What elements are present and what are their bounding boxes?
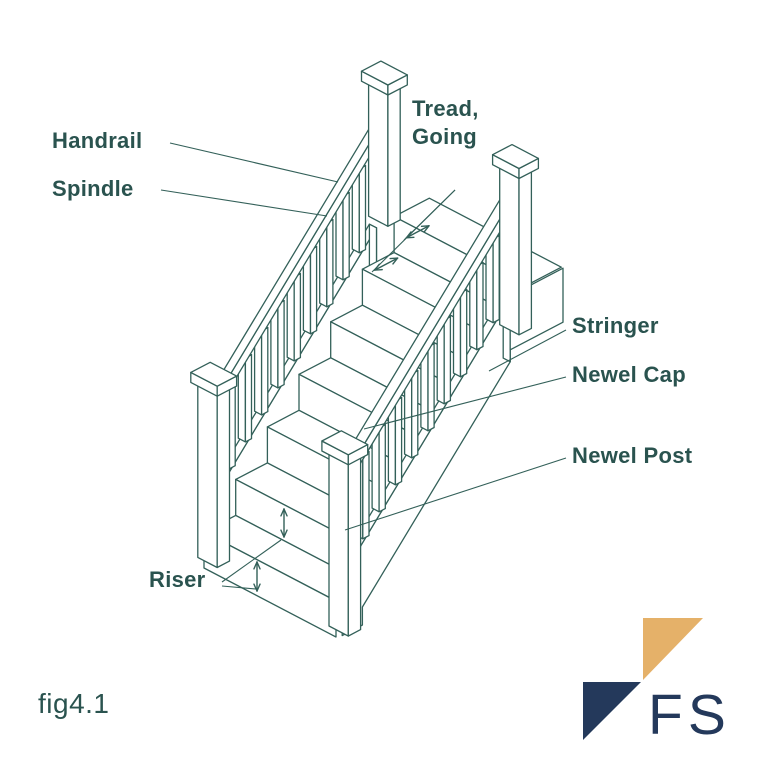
diagram-face — [491, 143, 540, 170]
measure-arrow-line — [280, 508, 285, 517]
measure-arrow-line — [253, 561, 258, 570]
leader-line — [488, 329, 567, 372]
diagram-face — [518, 167, 533, 336]
label-tread-going: Tread, Going — [412, 95, 479, 151]
label-newel-cap: Newel Cap — [572, 362, 686, 387]
measure-arrow-line — [405, 225, 430, 239]
diagram-face — [492, 234, 500, 324]
measure-arrow-line — [374, 257, 399, 271]
logo: FS — [583, 618, 731, 747]
measure-arrow-line — [423, 225, 430, 233]
leader-line — [344, 457, 567, 531]
diagram-face — [427, 342, 435, 432]
diagram-face — [277, 299, 285, 389]
diagram-face — [394, 396, 403, 486]
measure-arrow-line — [283, 508, 288, 517]
leader-line — [160, 189, 328, 217]
label-tread-going-line1: Tread, — [412, 96, 479, 121]
diagram-face — [459, 288, 468, 378]
diagram-face — [216, 385, 231, 569]
measure-arrow-line — [253, 583, 258, 592]
diagram-face — [190, 361, 238, 387]
diagram-face — [362, 450, 370, 540]
annotation-lines — [160, 142, 567, 592]
diagram-face — [293, 272, 302, 362]
leader-line — [363, 376, 567, 430]
diagram-face — [309, 245, 318, 335]
diagram-face — [443, 315, 452, 405]
leader-line — [221, 585, 257, 590]
leader-line — [169, 142, 339, 183]
measure-arrow-line — [374, 263, 381, 271]
logo-text: FS — [648, 683, 731, 747]
diagram-face — [321, 430, 369, 456]
measure-arrow-line — [256, 583, 261, 592]
diagram-face — [342, 191, 350, 281]
diagram-face — [367, 80, 389, 227]
diagram-face — [326, 218, 334, 308]
measure-arrow-line — [256, 561, 261, 570]
diagram-face — [360, 60, 408, 86]
logo-gold-triangle-icon — [643, 618, 703, 680]
diagram-face — [328, 450, 349, 637]
diagram-face — [347, 453, 362, 637]
diagram-face — [244, 354, 253, 443]
staircase-drawing — [190, 60, 564, 638]
label-riser: Riser — [149, 567, 206, 592]
diagram-face — [197, 381, 218, 569]
diagram-face — [378, 423, 386, 513]
leader-line — [221, 539, 282, 583]
measure-arrow-line — [280, 529, 285, 538]
diagram-face — [358, 164, 367, 254]
leader-line — [371, 189, 456, 273]
measure-arrow-line — [392, 257, 399, 265]
measure-arrow-line — [283, 529, 288, 538]
measure-arrow-line — [405, 231, 412, 239]
logo-navy-triangle-icon — [583, 682, 641, 740]
label-handrail: Handrail — [52, 128, 143, 153]
diagram-face — [476, 261, 484, 351]
measure-arrow-line — [405, 236, 415, 239]
measure-arrow-line — [420, 225, 430, 228]
diagram-face — [260, 326, 269, 416]
label-stringer: Stringer — [572, 313, 659, 338]
figure-caption: fig4.1 — [38, 688, 110, 719]
label-newel-post: Newel Post — [572, 443, 693, 468]
diagram-face — [411, 369, 419, 459]
diagram-face — [387, 84, 401, 227]
label-spindle: Spindle — [52, 176, 134, 201]
diagram-face — [499, 164, 520, 336]
label-tread-going-line2: Going — [412, 123, 478, 149]
